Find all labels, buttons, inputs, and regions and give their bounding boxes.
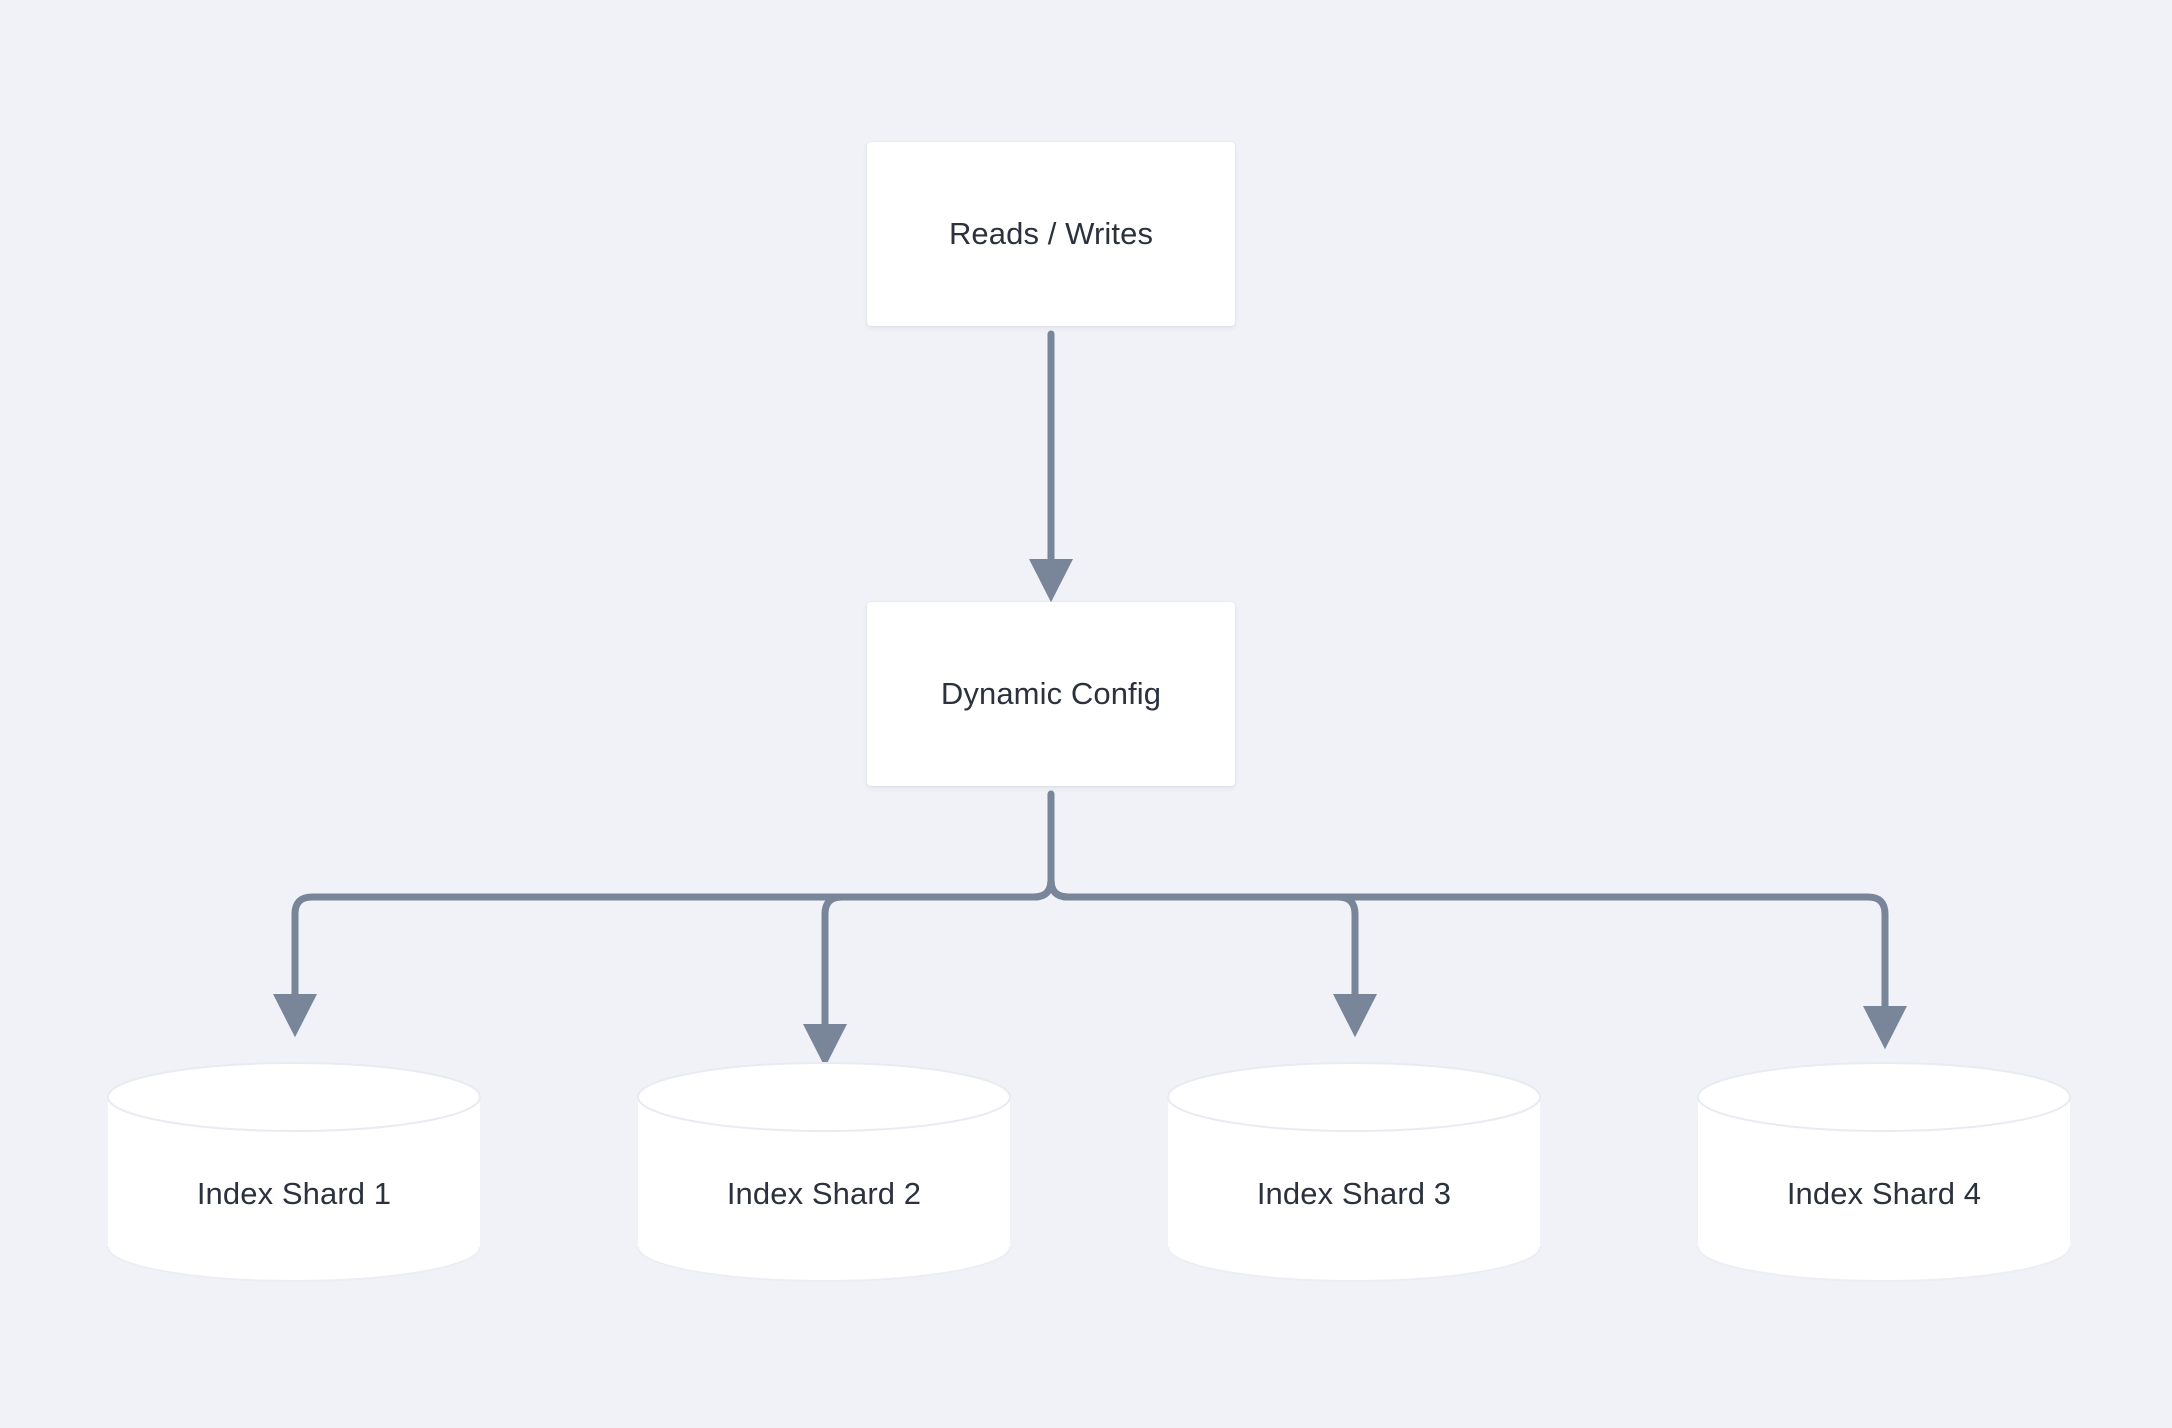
- node-dynamic-config-label: Dynamic Config: [940, 676, 1162, 711]
- node-reads-writes-label: Reads / Writes: [948, 216, 1154, 251]
- cylinder-shape-icon: [637, 1062, 1011, 1282]
- cylinder-shape-icon: [107, 1062, 481, 1282]
- cylinder-shape-icon: [1697, 1062, 2071, 1282]
- node-index-shard-2-label: Index Shard 2: [726, 1176, 922, 1211]
- node-reads-writes[interactable]: Reads / Writes: [867, 142, 1235, 326]
- edge-fanout-bus-left: [272, 876, 1055, 1038]
- node-dynamic-config[interactable]: Dynamic Config: [867, 602, 1235, 786]
- node-index-shard-3-label: Index Shard 3: [1256, 1176, 1452, 1211]
- edge-fanout-drop-3: [1047, 876, 1378, 1038]
- node-index-shard-4-label: Index Shard 4: [1786, 1176, 1982, 1211]
- cylinder-shape-icon: [1167, 1062, 1541, 1282]
- edge-fanout-drop-2: [802, 876, 1055, 1068]
- edge-fanout-bus-right: [1047, 876, 1908, 1050]
- node-index-shard-2[interactable]: Index Shard 2: [637, 1062, 1011, 1282]
- node-index-shard-3[interactable]: Index Shard 3: [1167, 1062, 1541, 1282]
- node-index-shard-1[interactable]: Index Shard 1: [107, 1062, 481, 1282]
- node-index-shard-4[interactable]: Index Shard 4: [1697, 1062, 2071, 1282]
- node-index-shard-1-label: Index Shard 1: [196, 1176, 392, 1211]
